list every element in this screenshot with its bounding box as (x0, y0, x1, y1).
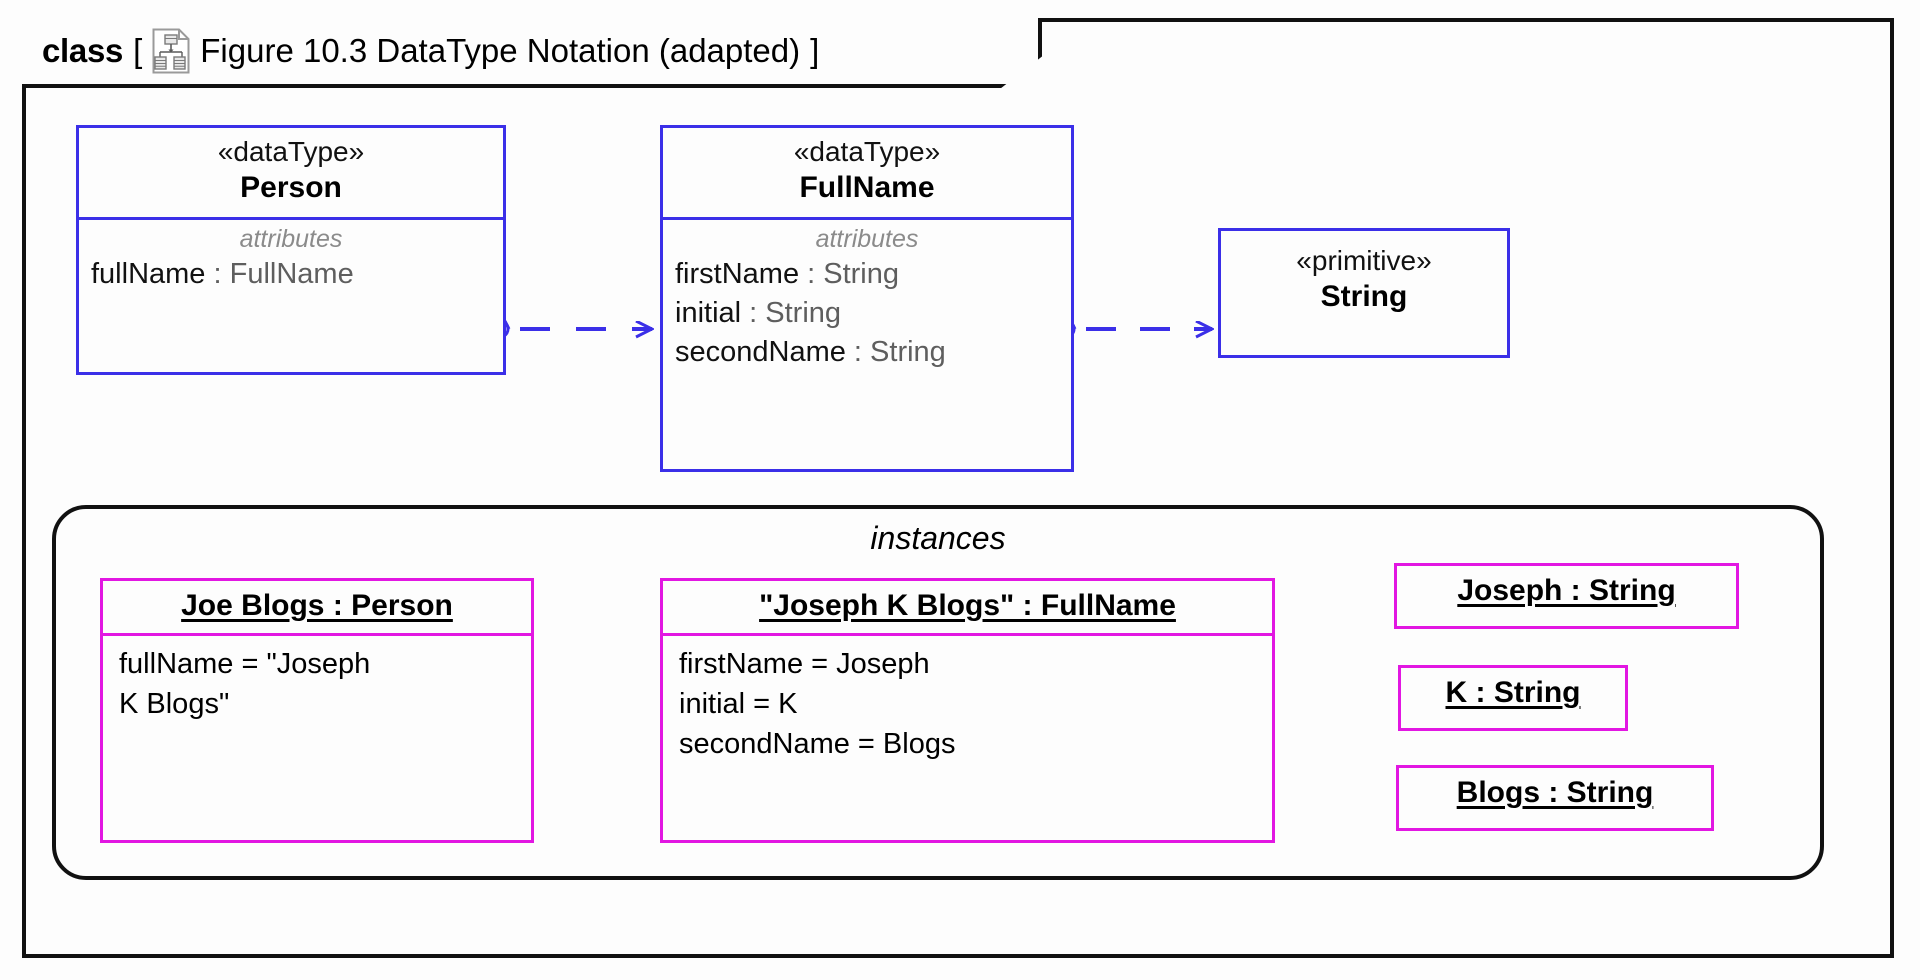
instance-divider (103, 633, 531, 636)
compartment-divider (79, 217, 503, 221)
instance-header: Joe Blogs : Person (181, 589, 453, 622)
attribute-row: fullName : FullName (79, 255, 503, 294)
attribute-type: String (765, 297, 842, 329)
stereotype-label: «primitive» (1296, 245, 1432, 276)
instance-header: K : String (1445, 676, 1581, 709)
slot-row: fullName = "Joseph (119, 648, 371, 680)
instance-divider (663, 633, 1272, 636)
class-header-string: «primitive» String (1221, 231, 1507, 326)
slot-row: secondName = Blogs (679, 728, 956, 761)
compartment-label: attributes (239, 225, 343, 254)
compartment-label: attributes (815, 225, 919, 254)
attribute-type: String (870, 335, 946, 368)
instance-box-joseph-string[interactable]: Joseph : String (1394, 563, 1739, 629)
frame-title-tab: class [ (22, 18, 1042, 88)
class-box-string[interactable]: «primitive» String (1218, 228, 1510, 358)
instance-slots: firstName = Joseph initial = K secondNam… (663, 636, 1272, 774)
class-diagram-icon (152, 28, 190, 74)
instance-box-joe-blogs[interactable]: Joe Blogs : Person fullName = "Joseph K … (100, 578, 534, 843)
attributes-compartment-person: attributes fullName : FullName (79, 220, 503, 302)
attribute-row: secondName : String (663, 333, 1071, 372)
attribute-separator: : (845, 335, 871, 368)
class-header-fullname: «dataType» FullName (663, 128, 1071, 217)
compartment-divider (663, 217, 1071, 221)
attribute-separator: : (799, 258, 824, 291)
attribute-row: firstName : String (663, 255, 1071, 294)
instance-header: Joseph : String (1457, 574, 1676, 607)
instance-header: Blogs : String (1456, 776, 1654, 809)
instance-box-blogs-string[interactable]: Blogs : String (1396, 765, 1714, 831)
bracket-open: [ (133, 32, 143, 69)
attribute-name: firstName (675, 258, 800, 291)
attribute-name: fullName (91, 258, 206, 291)
attribute-type: FullName (229, 258, 354, 291)
attribute-name: initial (675, 297, 742, 329)
attributes-compartment-fullname: attributes firstName : String initial : … (663, 220, 1071, 379)
class-name: Person (240, 171, 342, 205)
slot-row: initial = K (679, 688, 798, 721)
attribute-row: initial : String (663, 294, 1071, 333)
stereotype-label: «dataType» (793, 136, 941, 167)
slot-row: K Blogs" (119, 688, 230, 721)
instance-slots: fullName = "Joseph K Blogs" (103, 636, 531, 734)
instance-box-joseph-k-blogs[interactable]: "Joseph K Blogs" : FullName firstName = … (660, 578, 1275, 843)
instance-header: "Joseph K Blogs" : FullName (759, 589, 1176, 622)
bracket-close: ] (810, 32, 820, 69)
frame-kind-label: class (42, 32, 124, 69)
instance-box-k-string[interactable]: K : String (1398, 665, 1628, 731)
class-box-fullname[interactable]: «dataType» FullName attributes firstName… (660, 125, 1074, 472)
class-name: String (1320, 280, 1408, 314)
instances-panel-label: instances (870, 520, 1006, 556)
frame-title: Figure 10.3 DataType Notation (adapted) (200, 32, 801, 69)
attribute-type: String (823, 258, 900, 291)
class-box-person[interactable]: «dataType» Person attributes fullName : … (76, 125, 506, 375)
class-header-person: «dataType» Person (79, 128, 503, 217)
slot-row: firstName = Joseph (679, 648, 930, 680)
attribute-separator: : (205, 258, 230, 291)
class-name: FullName (799, 171, 935, 205)
stereotype-label: «dataType» (217, 136, 365, 167)
attribute-separator: : (741, 297, 766, 329)
attribute-name: secondName (675, 335, 846, 368)
